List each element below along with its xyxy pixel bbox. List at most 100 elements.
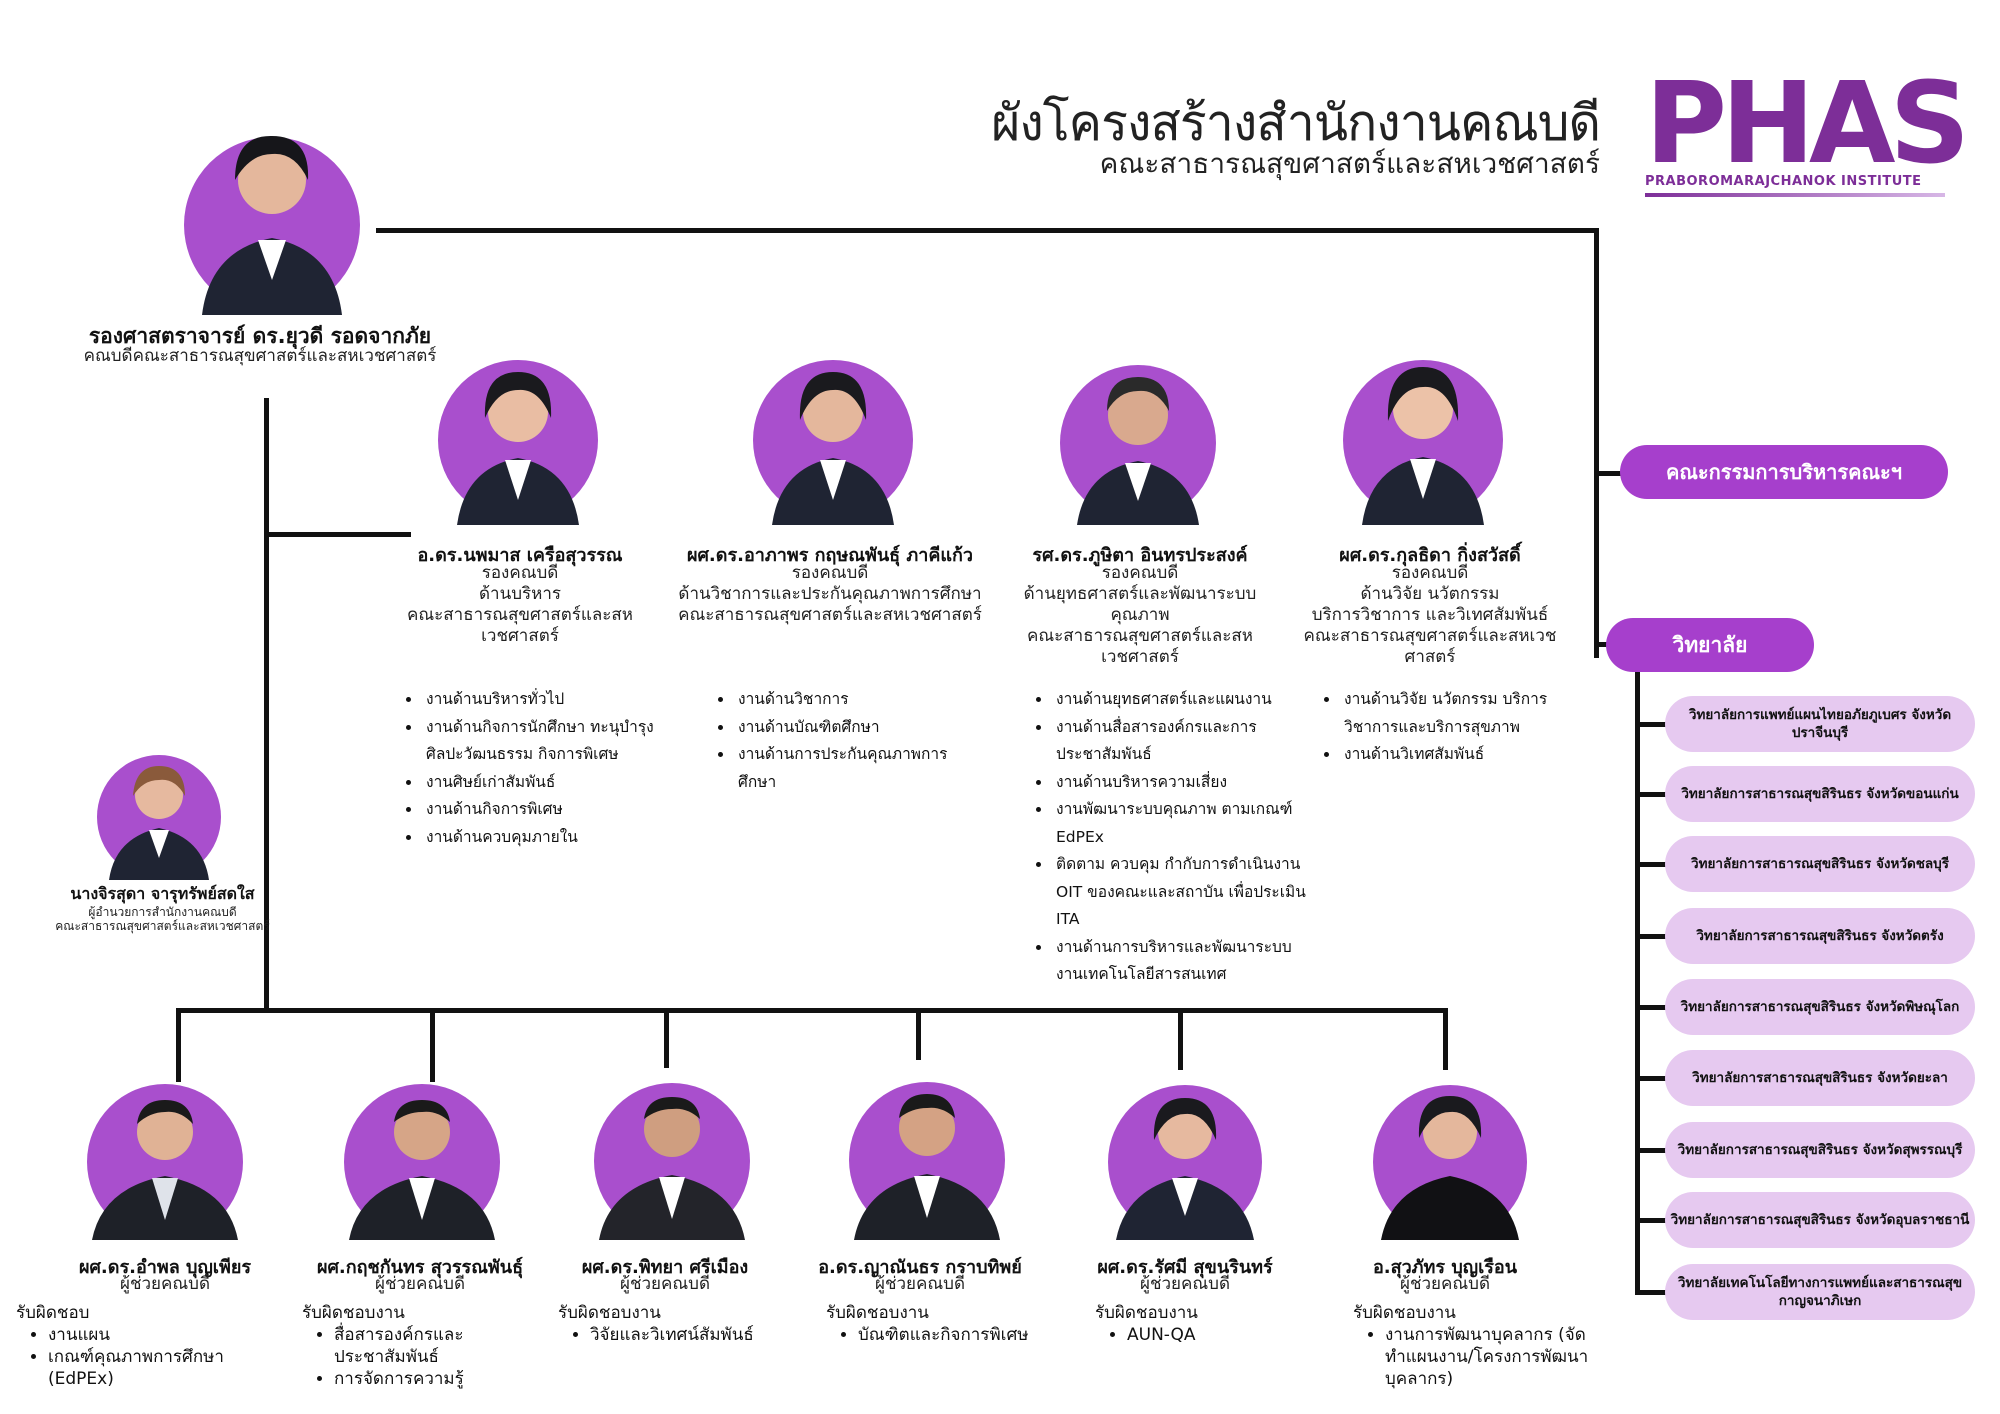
assistant-name: อ.ดร.ญาณันธร กราบทิพย์ — [818, 1257, 1022, 1278]
connector-line — [176, 1008, 1448, 1013]
page-title: ผังโครงสร้างสำนักงานคณบดี — [991, 94, 1601, 152]
connector-line — [1594, 228, 1599, 658]
list-item: การจัดการความรู้ — [334, 1368, 502, 1390]
responsibility-label: รับผิดชอบงาน — [1353, 1303, 1456, 1323]
task-list: งานด้านบริหารทั่วไป งานด้านกิจการนักศึกษ… — [400, 686, 687, 851]
vice-dean-name: ผศ.ดร.อาภาพร กฤษณพันธุ์ ภาคีแก้ว — [686, 545, 974, 566]
list-item: วิจัยและวิเทศน์สัมพันธ์ — [590, 1324, 798, 1346]
vice-dean-name: รศ.ดร.ภูษิตา อินทรประสงค์ — [1032, 545, 1248, 566]
responsibility-block: รับผิดชอบงาน บัณฑิตและกิจการพิเศษ — [826, 1302, 1066, 1346]
connector-line — [376, 228, 1598, 233]
responsibility-label: รับผิดชอบงาน — [302, 1303, 405, 1323]
page-subtitle: คณะสาธารณสุขศาสตร์และสหเวชศาสตร์ — [1099, 147, 1600, 180]
list-item: งานด้านบริหารความเสี่ยง — [1052, 769, 1307, 797]
assistant-name: ผศ.ดร.อำพล บุญเพียร — [78, 1257, 252, 1278]
college-item: วิทยาลัยการสาธารณสุขสิรินธร จังหวัดชลบุร… — [1665, 836, 1975, 892]
assistant-name: อ.สุวภัทร บุญเรือน — [1372, 1257, 1518, 1278]
list-item: สื่อสารองค์กรและประชาสัมพันธ์ — [334, 1324, 502, 1368]
responsibility-label: รับผิดชอบ — [16, 1303, 90, 1323]
assistant-role: ผู้ช่วยคณบดี — [620, 1274, 710, 1294]
connector-line — [1635, 862, 1667, 867]
college-item: วิทยาลัยการสาธารณสุขสิรินธร จังหวัดพิษณุ… — [1665, 979, 1975, 1035]
vice-dean-name: ผศ.ดร.กุลธิดา กิ่งสวัสดิ์ — [1339, 545, 1521, 566]
assistant-photo — [1108, 1085, 1262, 1240]
vice-dean-role: รองคณบดีด้านยุทธศาสตร์และพัฒนาระบบคุณภาพ… — [1023, 563, 1257, 667]
task-list: งานด้านยุทธศาสตร์และแผนงาน งานด้านสื่อสา… — [1030, 686, 1307, 989]
connector-line — [1635, 934, 1667, 939]
assistant-photo — [87, 1084, 243, 1240]
director-role-2: คณะสาธารณสุขศาสตร์และสหเวชศาสตร์ — [55, 919, 270, 933]
list-item: งานด้านการประกันคุณภาพการศึกษา — [734, 741, 974, 796]
vice-dean-photo — [1343, 360, 1503, 525]
list-item: งานการพัฒนาบุคลากร (จัดทำแผนงาน/โครงการพ… — [1385, 1324, 1593, 1390]
connector-line — [1635, 672, 1640, 1294]
vice-dean-photo — [753, 360, 913, 525]
connector-line — [1594, 471, 1624, 476]
dean-photo — [184, 135, 360, 315]
list-item: งานด้านวิจัย นวัตกรรม บริการวิชาการและบร… — [1340, 686, 1595, 741]
vice-dean-name: อ.ดร.นพมาส เครือสุวรรณ — [417, 545, 623, 566]
college-item: วิทยาลัยการสาธารณสุขสิรินธร จังหวัดตรัง — [1665, 908, 1975, 964]
list-item: งานพัฒนาระบบคุณภาพ ตามเกณฑ์ EdPEx — [1052, 796, 1307, 851]
director-photo — [97, 755, 221, 880]
assistant-photo — [344, 1084, 500, 1240]
assistant-role: ผู้ช่วยคณบดี — [1140, 1274, 1230, 1294]
assistant-role: ผู้ช่วยคณบดี — [875, 1274, 965, 1294]
list-item: เกณฑ์คุณภาพการศึกษา (EdPEx) — [48, 1346, 256, 1390]
list-item: งานด้านการบริหารและพัฒนาระบบงานเทคโนโลยี… — [1052, 934, 1307, 989]
responsibility-block: รับผิดชอบงาน งานการพัฒนาบุคลากร (จัดทำแผ… — [1353, 1302, 1593, 1390]
list-item: AUN-QA — [1127, 1324, 1295, 1346]
list-item: งานด้านกิจการพิเศษ — [422, 796, 687, 824]
connector-line — [1443, 1008, 1448, 1070]
vice-dean-role: รองคณบดีด้านวิจัย นวัตกรรมบริการวิชาการ … — [1303, 563, 1557, 667]
vice-dean-role: รองคณบดีด้านบริหารคณะสาธารณสุขศาสตร์และส… — [407, 563, 633, 646]
task-list: งานด้านวิจัย นวัตกรรม บริการวิชาการและบร… — [1318, 686, 1595, 769]
director-role-1: ผู้อำนวยการสำนักงานคณบดี — [88, 905, 237, 919]
task-list: งานด้านวิชาการ งานด้านบัณฑิตศึกษา งานด้า… — [712, 686, 974, 796]
vice-dean-photo — [1060, 365, 1216, 525]
college-item: วิทยาลัยการสาธารณสุขสิรินธร จังหวัดสุพรร… — [1665, 1122, 1975, 1178]
phas-logo: PHAS PRABOROMARAJCHANOK INSTITUTE — [1645, 68, 1970, 197]
assistant-name: ผศ.ดร.รัศมี สุขนรินทร์ — [1097, 1257, 1273, 1278]
logo-underline — [1645, 193, 1945, 197]
connector-line — [1635, 792, 1667, 797]
responsibility-block: รับผิดชอบงาน วิจัยและวิเทศน์สัมพันธ์ — [558, 1302, 798, 1346]
connector-line — [1635, 1218, 1667, 1223]
logo-subtext: PRABOROMARAJCHANOK INSTITUTE — [1645, 174, 1922, 189]
connector-line — [1635, 1005, 1667, 1010]
college-item: วิทยาลัยการสาธารณสุขสิรินธร จังหวัดขอนแก… — [1665, 766, 1975, 822]
vice-dean-photo — [438, 360, 598, 525]
connector-line — [1635, 1290, 1667, 1295]
responsibility-label: รับผิดชอบงาน — [558, 1303, 661, 1323]
assistant-role: ผู้ช่วยคณบดี — [375, 1274, 465, 1294]
connector-line — [430, 1008, 435, 1082]
responsibility-label: รับผิดชอบงาน — [826, 1303, 929, 1323]
assistant-role: ผู้ช่วยคณบดี — [1400, 1274, 1490, 1294]
connector-line — [1635, 1148, 1667, 1153]
responsibility-block: รับผิดชอบงาน สื่อสารองค์กรและประชาสัมพัน… — [302, 1302, 502, 1390]
connector-line — [264, 398, 269, 1012]
connector-line — [1594, 642, 1614, 647]
committee-badge: คณะกรรมการบริหารคณะฯ — [1620, 445, 1948, 499]
assistant-name: ผศ.กฤชกันทร สุวรรณพันธุ์ — [316, 1257, 524, 1278]
list-item: งานด้านกิจการนักศึกษา ทะนุบำรุงศิลปะวัฒน… — [422, 714, 687, 769]
dean-name: รองศาสตราจารย์ ดร.ยุวดี รอดจากภัย — [88, 324, 432, 348]
assistant-name: ผศ.ดร.พิทยา ศรีเมือง — [581, 1257, 749, 1278]
list-item: งานด้านยุทธศาสตร์และแผนงาน — [1052, 686, 1307, 714]
responsibility-label: รับผิดชอบงาน — [1095, 1303, 1198, 1323]
connector-line — [1635, 722, 1667, 727]
assistant-photo — [594, 1083, 750, 1240]
list-item: งานด้านวิเทศสัมพันธ์ — [1340, 741, 1595, 769]
vice-dean-role: รองคณบดีด้านวิชาการและประกันคุณภาพการศึก… — [678, 563, 982, 625]
connector-line — [1178, 1008, 1183, 1070]
responsibility-block: รับผิดชอบงาน AUN-QA — [1095, 1302, 1295, 1346]
college-item: วิทยาลัยการสาธารณสุขสิรินธร จังหวัดยะลา — [1665, 1050, 1975, 1106]
assistant-photo — [1373, 1085, 1527, 1240]
colleges-title: วิทยาลัย — [1606, 618, 1814, 672]
list-item: งานด้านควบคุมภายใน — [422, 824, 687, 852]
college-item: วิทยาลัยการแพทย์แผนไทยอภัยภูเบศร จังหวัด… — [1665, 696, 1975, 752]
connector-line — [264, 532, 411, 537]
list-item: งานด้านวิชาการ — [734, 686, 974, 714]
college-item: วิทยาลัยเทคโนโลยีทางการแพทย์และสาธารณสุข… — [1665, 1264, 1975, 1320]
connector-line — [1635, 1076, 1667, 1081]
